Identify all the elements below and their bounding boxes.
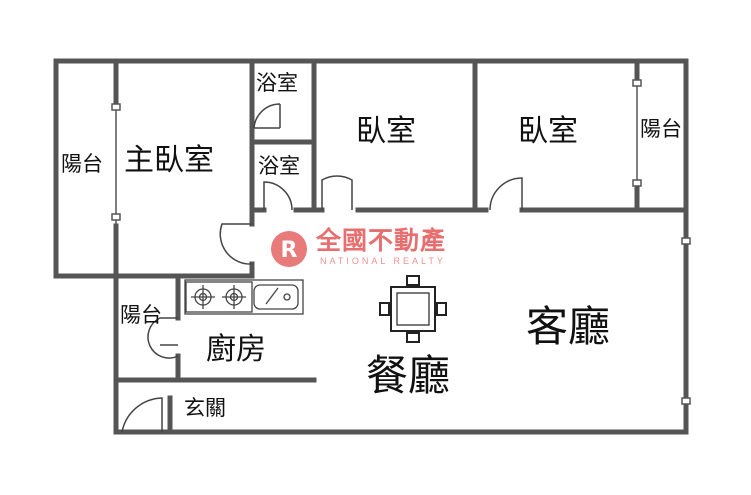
room-label-bedroom-1: 臥室 <box>356 114 416 149</box>
window-post <box>632 79 642 87</box>
window-post <box>632 179 642 187</box>
room-label-bathroom-1: 浴室 <box>256 71 298 95</box>
door-bathroom-2 <box>263 181 293 211</box>
window-post <box>111 213 121 221</box>
door-entrance <box>121 397 163 433</box>
room-label-dining-room: 餐廳 <box>366 351 451 400</box>
watermark-name: 全國不動產 <box>316 226 447 255</box>
door-bathroom-1 <box>253 103 281 129</box>
dining-table <box>379 275 447 343</box>
door-master <box>219 223 253 265</box>
door-kitchen-balcony <box>147 317 179 359</box>
kitchen-counter <box>184 279 304 315</box>
room-label-kitchen: 廚房 <box>206 332 266 367</box>
window-post <box>681 397 691 405</box>
realty-logo-icon: R <box>271 231 307 267</box>
watermark-logo: R 全國不動產 NATIONAL REALTY <box>270 226 485 274</box>
room-label-balcony-right: 陽台 <box>640 117 682 141</box>
room-label-balcony-left: 陽台 <box>61 152 103 176</box>
svg-text:R: R <box>281 238 298 263</box>
window-post <box>111 103 121 111</box>
room-label-bathroom-2: 浴室 <box>258 154 300 178</box>
room-label-living-room: 客廳 <box>526 302 611 351</box>
room-label-bedroom-2: 臥室 <box>518 114 578 149</box>
room-label-master-bedroom: 主臥室 <box>124 143 214 178</box>
room-label-balcony-kitchen: 陽台 <box>120 303 162 327</box>
room-label-entrance: 玄關 <box>184 396 226 420</box>
door-bedroom-1 <box>321 175 353 210</box>
watermark-subtitle: NATIONAL REALTY <box>320 256 446 266</box>
window-post <box>681 237 691 245</box>
door-bedroom-2 <box>489 177 523 211</box>
